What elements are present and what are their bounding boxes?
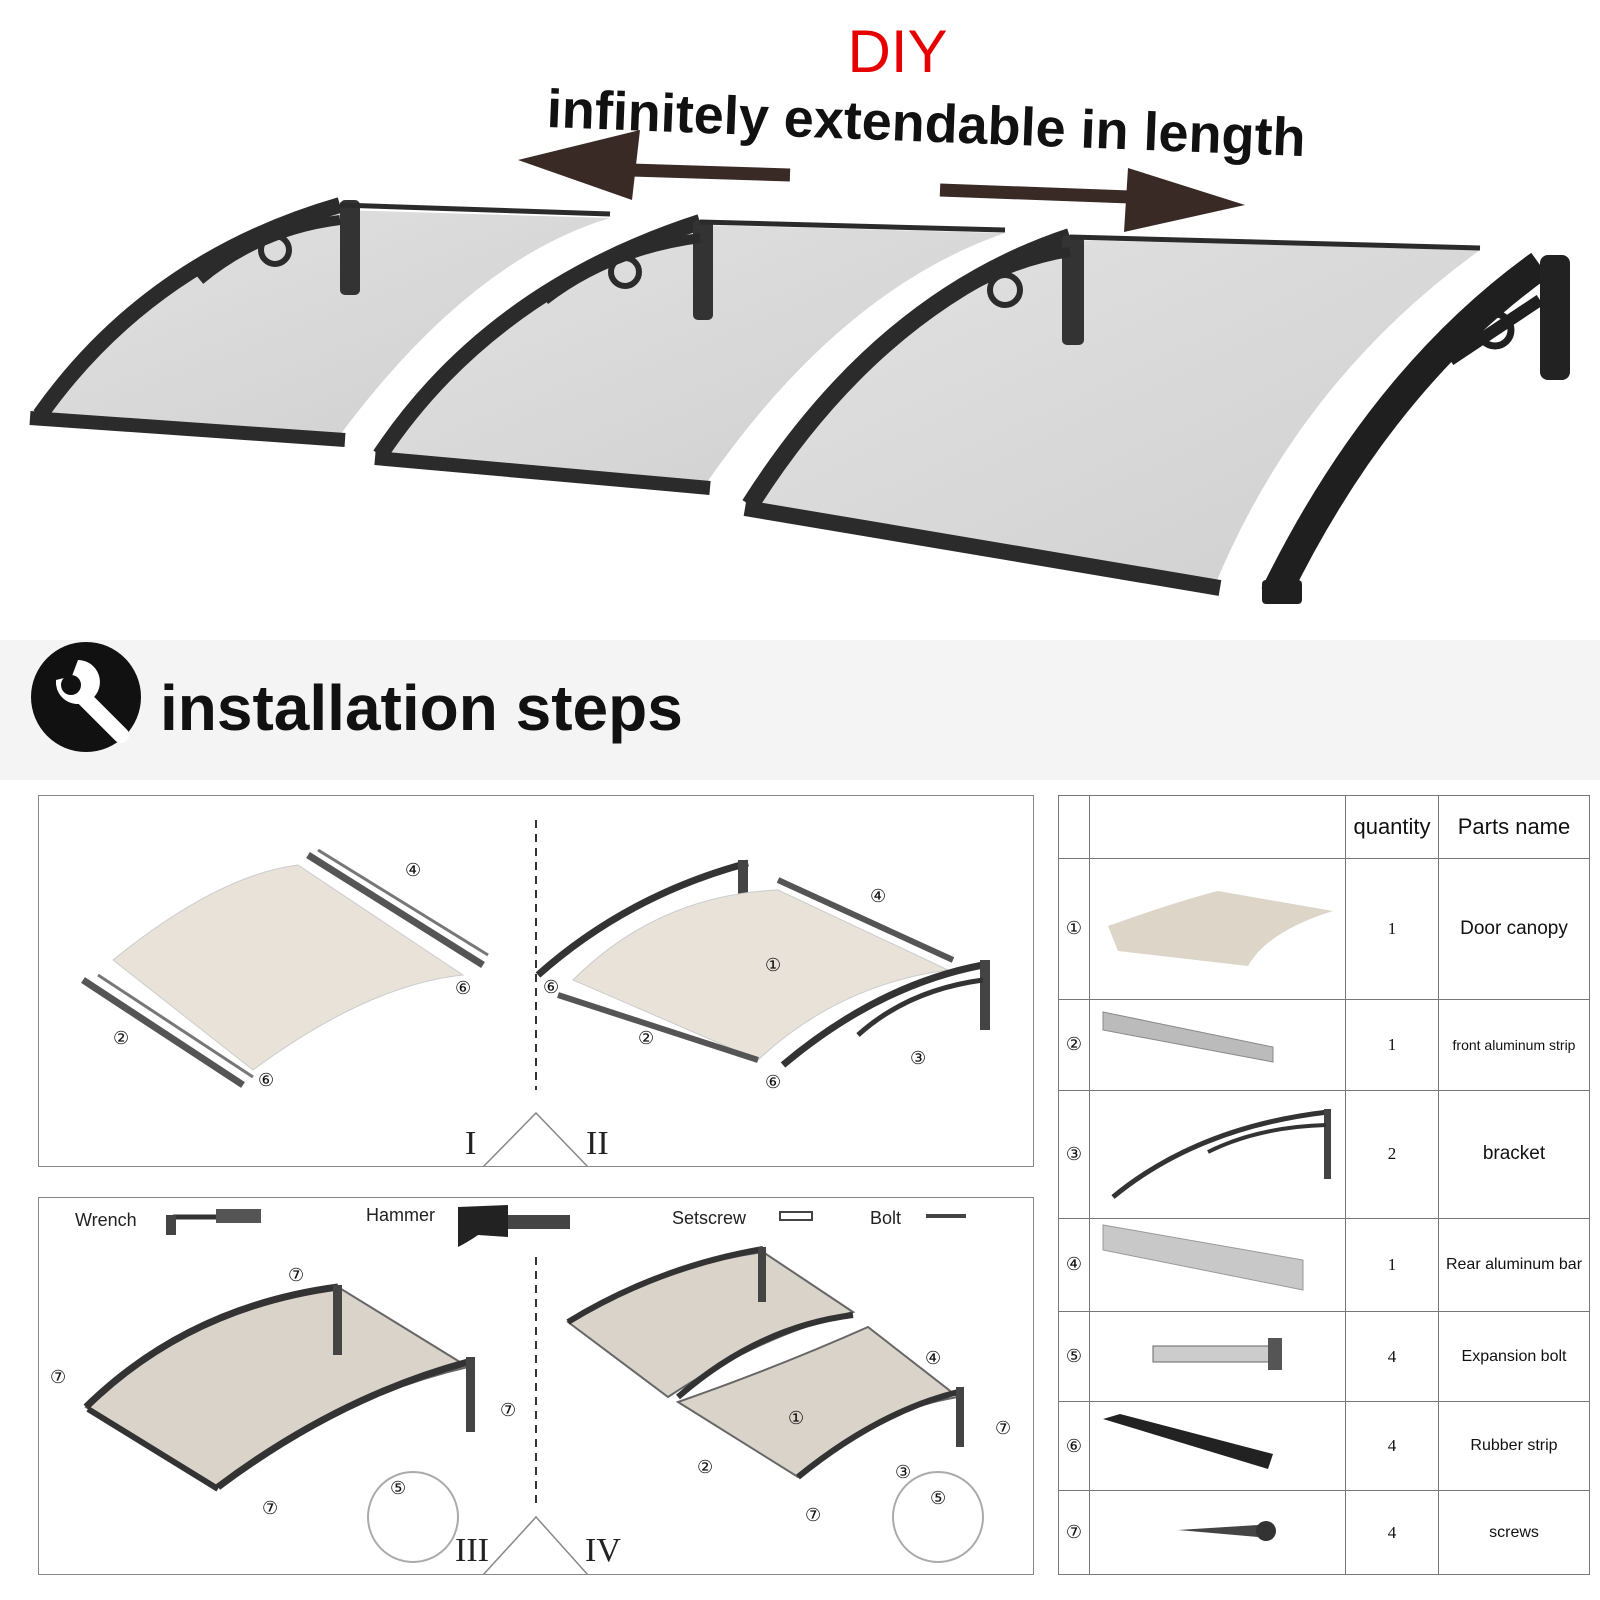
table-row: ① 1 Door canopy [1058, 858, 1590, 1000]
parts-table: quantity Parts name ① 1 Door canopy ② 1 … [1058, 794, 1590, 1575]
callout-4: ④ [925, 1348, 942, 1368]
tool-hammer-label: Hammer [366, 1205, 436, 1225]
part-name: Rear aluminum bar [1438, 1217, 1590, 1313]
row-number: ⑦ [1058, 1490, 1090, 1575]
wrench-tool-icon [166, 1209, 261, 1235]
callout-5: ⑤ [930, 1488, 947, 1508]
part-name: front aluminum strip [1438, 998, 1590, 1092]
callout-4: ④ [870, 886, 887, 906]
callout-5: ⑤ [390, 1478, 407, 1498]
part-image-bracket [1089, 1090, 1346, 1219]
step-label-4: IV [585, 1532, 621, 1569]
step-label-2: II [586, 1125, 609, 1162]
callout-2: ② [638, 1028, 655, 1048]
part-qty: 4 [1345, 1311, 1439, 1402]
aluminum-strip-icon [1102, 1011, 1273, 1064]
header-quantity: quantity [1345, 794, 1439, 860]
callout-1: ① [788, 1408, 805, 1428]
expansion-bolt-icon [1152, 1338, 1282, 1371]
step-label-1: I [465, 1125, 477, 1162]
part-name: bracket [1438, 1090, 1590, 1219]
callout-7: ⑦ [50, 1367, 67, 1387]
callout-6: ⑥ [455, 978, 472, 998]
row-number: ② [1058, 998, 1090, 1092]
tool-wrench-label: Wrench [75, 1210, 137, 1230]
part-qty: 1 [1345, 858, 1439, 1000]
row-number: ③ [1058, 1090, 1090, 1219]
callout-7: ⑦ [262, 1498, 279, 1518]
table-header-row: quantity Parts name [1058, 794, 1590, 860]
part-image-rubber-strip [1089, 1400, 1346, 1492]
screw-icon [1177, 1521, 1276, 1542]
table-row: ④ 1 Rear aluminum bar [1058, 1217, 1590, 1313]
callout-2: ② [113, 1028, 130, 1048]
row-number: ④ [1058, 1217, 1090, 1313]
callout-4: ④ [405, 860, 422, 880]
bracket-icon [1110, 1108, 1331, 1199]
row-number: ① [1058, 858, 1090, 1000]
part-name: Door canopy [1438, 858, 1590, 1000]
canopy-module-2 [373, 214, 1006, 495]
callout-6: ⑥ [258, 1070, 275, 1090]
canopy-module-1 [29, 197, 611, 447]
callout-7: ⑦ [500, 1400, 517, 1420]
part-image-rear-bar [1089, 1217, 1346, 1313]
part-name: screws [1438, 1490, 1590, 1575]
rubber-strip-icon [1102, 1413, 1273, 1469]
step-label-3: III [455, 1532, 489, 1569]
header-parts-name: Parts name [1438, 794, 1590, 860]
callout-7: ⑦ [288, 1265, 305, 1285]
right-arrow [939, 168, 1245, 232]
part-qty: 2 [1345, 1090, 1439, 1219]
canopy-hero-illustration [29, 130, 1570, 604]
table-row: ⑥ 4 Rubber strip [1058, 1400, 1590, 1492]
callout-7: ⑦ [995, 1418, 1012, 1438]
canopy-module-3 [742, 228, 1570, 604]
part-qty: 1 [1345, 998, 1439, 1092]
left-arrow [518, 130, 791, 200]
table-row: ③ 2 bracket [1058, 1090, 1590, 1219]
callout-3: ③ [910, 1048, 927, 1068]
table-row: ⑦ 4 screws [1058, 1490, 1590, 1575]
callout-6: ⑥ [765, 1072, 782, 1092]
steps-3-4-diagram [83, 1205, 984, 1575]
tool-setscrew-label: Setscrew [672, 1208, 747, 1228]
part-qty: 1 [1345, 1217, 1439, 1313]
callout-3: ③ [895, 1462, 912, 1482]
part-qty: 4 [1345, 1400, 1439, 1492]
tool-bolt-label: Bolt [870, 1208, 902, 1228]
installation-title: installation steps [160, 672, 683, 744]
row-number: ⑥ [1058, 1400, 1090, 1492]
table-row: ② 1 front aluminum strip [1058, 998, 1590, 1092]
steps-1-2-diagram [81, 820, 990, 1167]
row-number: ⑤ [1058, 1311, 1090, 1402]
callout-7: ⑦ [805, 1505, 822, 1525]
part-image-canopy [1089, 858, 1346, 1000]
part-image-expansion-bolt [1089, 1311, 1346, 1402]
part-qty: 4 [1345, 1490, 1439, 1575]
part-name: Rubber strip [1438, 1400, 1590, 1492]
wrench-icon [31, 642, 141, 752]
canopy-panel-icon [1107, 891, 1333, 967]
rear-bar-icon [1102, 1224, 1303, 1291]
table-row: ⑤ 4 Expansion bolt [1058, 1311, 1590, 1402]
part-image-screw [1089, 1490, 1346, 1575]
callout-1: ① [765, 955, 782, 975]
hero-title: DIY [847, 18, 948, 85]
hammer-tool-icon [458, 1205, 570, 1247]
callout-6: ⑥ [543, 977, 560, 997]
callout-2: ② [697, 1457, 714, 1477]
installation-header-band [0, 640, 1600, 780]
part-name: Expansion bolt [1438, 1311, 1590, 1402]
setscrew-tool-icon [779, 1211, 813, 1221]
part-image-front-strip [1089, 998, 1346, 1092]
